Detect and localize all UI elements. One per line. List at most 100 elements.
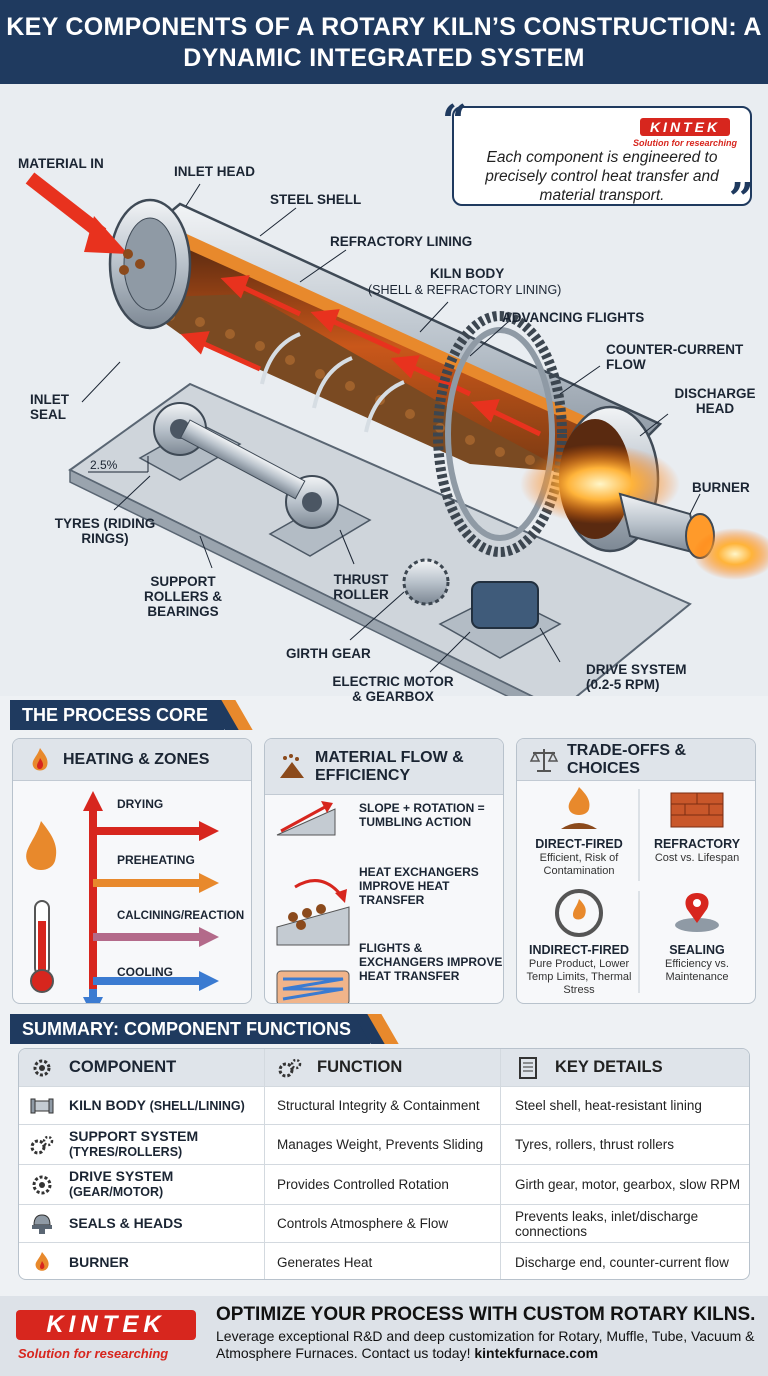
- tradeoff-name: INDIRECT-FIRED: [529, 943, 629, 957]
- component-name: DRIVE SYSTEM(GEAR/MOTOR): [69, 1168, 174, 1200]
- component-name: KILN BODY (SHELL/LINING): [69, 1096, 245, 1113]
- page-header: KEY COMPONENTS OF A ROTARY KILN’S CONSTR…: [0, 0, 768, 84]
- header-details: KEY DETAILS: [501, 1049, 749, 1086]
- tradeoff-indirect-fired: INDIRECT-FIRED Pure Product, Lower Temp …: [521, 943, 637, 997]
- tradeoff-name: DIRECT-FIRED: [535, 837, 623, 851]
- footer-link[interactable]: kintekfurnace.com: [474, 1345, 599, 1361]
- label-steel-shell: STEEL SHELL: [270, 192, 362, 207]
- quote-text: Each component is engineered to precisel…: [485, 149, 719, 204]
- tradeoff-desc: Efficient, Risk of Contamination: [539, 852, 619, 877]
- flame-graphic: [26, 821, 57, 870]
- label-burner: BURNER: [692, 480, 750, 495]
- footer-logo[interactable]: KINTEK: [16, 1310, 196, 1340]
- header-label: FUNCTION: [317, 1058, 403, 1076]
- label-kiln-body-sub: (SHELL & REFRACTORY LINING): [368, 282, 561, 298]
- table-row: DRIVE SYSTEM(GEAR/MOTOR) Provides Contro…: [19, 1165, 749, 1205]
- tradeoff-desc: Efficiency vs. Maintenance: [665, 958, 729, 983]
- zone-preheating: PREHEATING: [117, 853, 195, 867]
- material-pile-icon: [280, 753, 304, 778]
- flow-item-2: HEAT EXCHANGERS IMPROVE HEAT TRANSFER: [359, 865, 479, 907]
- details-cell: Steel shell, heat-resistant lining: [515, 1098, 702, 1113]
- function-cell: Structural Integrity & Containment: [265, 1087, 501, 1124]
- table-header-row: COMPONENT FUNCTION KEY DETAILS: [19, 1049, 749, 1087]
- function-cell: Manages Weight, Prevents Sliding: [265, 1125, 501, 1164]
- label-material-in: MATERIAL IN: [18, 156, 104, 171]
- label-thrust-roller: THRUST ROLLER: [333, 572, 389, 602]
- seal-icon: [32, 1213, 52, 1234]
- section-summary: SUMMARY: COMPONENT FUNCTIONS: [10, 1014, 370, 1044]
- label-refractory-lining: REFRACTORY LINING: [330, 234, 473, 249]
- label-support-rollers: SUPPORT ROLLERS & BEARINGS: [143, 574, 222, 619]
- gears-icon: [278, 1058, 302, 1077]
- kiln-body-subtitle: (SHELL & REFRACTORY LINING): [368, 283, 562, 297]
- header-label: KEY DETAILS: [555, 1058, 663, 1076]
- function-cell: Provides Controlled Rotation: [265, 1165, 501, 1204]
- label-discharge-head: DISCHARGE HEAD: [674, 386, 756, 416]
- kintek-logo: KINTEK: [639, 118, 731, 136]
- table-row: BURNER Generates Heat Discharge end, cou…: [19, 1243, 749, 1279]
- label-slope: 2.5%: [90, 458, 118, 472]
- kiln-body-title: KILN BODY: [430, 266, 505, 281]
- document-icon: [519, 1056, 537, 1079]
- tradeoff-desc: Cost vs. Lifespan: [654, 852, 740, 864]
- support-gears-icon: [30, 1135, 54, 1154]
- tradeoff-name: SEALING: [669, 943, 725, 957]
- footer-tagline: Solution for researching: [18, 1346, 169, 1361]
- function-cell: Generates Heat: [265, 1243, 501, 1279]
- burner-flame-icon: [35, 1252, 49, 1271]
- tradeoff-name: REFRACTORY: [653, 837, 741, 851]
- label-drive-system: DRIVE SYSTEM (0.2-5 RPM): [586, 662, 687, 692]
- kiln-body: [108, 198, 680, 557]
- card-title: HEATING & ZONES: [63, 750, 210, 768]
- close-quote-icon: ”: [728, 174, 754, 225]
- card-title: MATERIAL FLOW & EFFICIENCY: [315, 748, 464, 784]
- quote-brand-badge: KINTEK Solution for researching: [630, 118, 740, 148]
- footer-body: Leverage exceptional R&D and deep custom…: [216, 1328, 756, 1362]
- flame-icon: [32, 747, 48, 770]
- label-girth-gear: GIRTH GEAR: [286, 646, 371, 661]
- label-inlet-seal: INLET SEAL: [30, 392, 69, 422]
- footer-banner: KINTEK Solution for researching OPTIMIZE…: [0, 1296, 768, 1376]
- label-tyres: TYRES (RIDING RINGS): [54, 516, 156, 546]
- burner: [618, 492, 768, 580]
- electric-motor: [402, 558, 562, 659]
- tradeoff-direct-fired: DIRECT-FIRED Efficient, Risk of Contamin…: [525, 837, 633, 878]
- tradeoffs-graphic: [555, 787, 724, 993]
- direct-fired-icon: [568, 787, 590, 815]
- gear-icon: [33, 1059, 51, 1076]
- table-row: SEALS & HEADS Controls Atmosphere & Flow…: [19, 1205, 749, 1243]
- details-cell: Discharge end, counter-current flow: [515, 1254, 729, 1270]
- sealing-icon: [675, 918, 719, 932]
- support-rollers: [138, 402, 372, 557]
- card-heading: TRADE-OFFS & CHOICES: [517, 739, 755, 781]
- drive-gear-icon: [32, 1175, 52, 1194]
- slope-icon: [276, 808, 336, 836]
- zone-drying: DRYING: [117, 797, 164, 811]
- table-row: SUPPORT SYSTEM(TYRES/ROLLERS) Manages We…: [19, 1125, 749, 1165]
- tradeoff-sealing: SEALING Efficiency vs. Maintenance: [643, 943, 751, 984]
- component-name: SUPPORT SYSTEM(TYRES/ROLLERS): [69, 1128, 199, 1160]
- label-electric-motor: ELECTRIC MOTOR & GEARBOX: [332, 674, 454, 704]
- header-label: COMPONENT: [69, 1058, 177, 1076]
- zone-calcining: CALCINING/REACTION: [117, 910, 245, 922]
- footer-headline: OPTIMIZE YOUR PROCESS WITH CUSTOM ROTARY…: [216, 1304, 756, 1325]
- tradeoff-refractory: REFRACTORY Cost vs. Lifespan: [643, 837, 751, 865]
- header-component: COMPONENT: [19, 1049, 265, 1086]
- heating-zones-graphic: [26, 791, 219, 1003]
- material-in-arrow: [25, 172, 145, 275]
- summary-table: COMPONENT FUNCTION KEY DETAILS KILN BODY…: [18, 1048, 750, 1280]
- open-quote-icon: “: [442, 96, 468, 147]
- details-cell: Tyres, rollers, thrust rollers: [515, 1137, 675, 1152]
- details-cell: Prevents leaks, inlet/discharge connecti…: [515, 1208, 699, 1239]
- section-process-core: THE PROCESS CORE: [10, 700, 224, 730]
- kiln-illustration: [25, 172, 768, 696]
- quote-box: “ ” KINTEK Solution for researching Each…: [442, 100, 754, 222]
- card-material-flow: MATERIAL FLOW & EFFICIENCY SLOPE + ROTAT…: [264, 738, 504, 1004]
- label-inlet-head: INLET HEAD: [174, 164, 255, 179]
- card-heading: MATERIAL FLOW & EFFICIENCY: [265, 739, 503, 795]
- label-advancing-flights: ADVANCING FLIGHTS: [502, 310, 645, 325]
- flow-item-3: FLIGHTS & EXCHANGERS IMPROVE HEAT TRANSF…: [359, 941, 503, 983]
- card-heating-zones: HEATING & ZONES DRYING PREHEATING CALCIN…: [12, 738, 252, 1004]
- footer-body-text: Leverage exceptional R&D and deep custom…: [216, 1328, 755, 1361]
- component-name: BURNER: [69, 1253, 129, 1270]
